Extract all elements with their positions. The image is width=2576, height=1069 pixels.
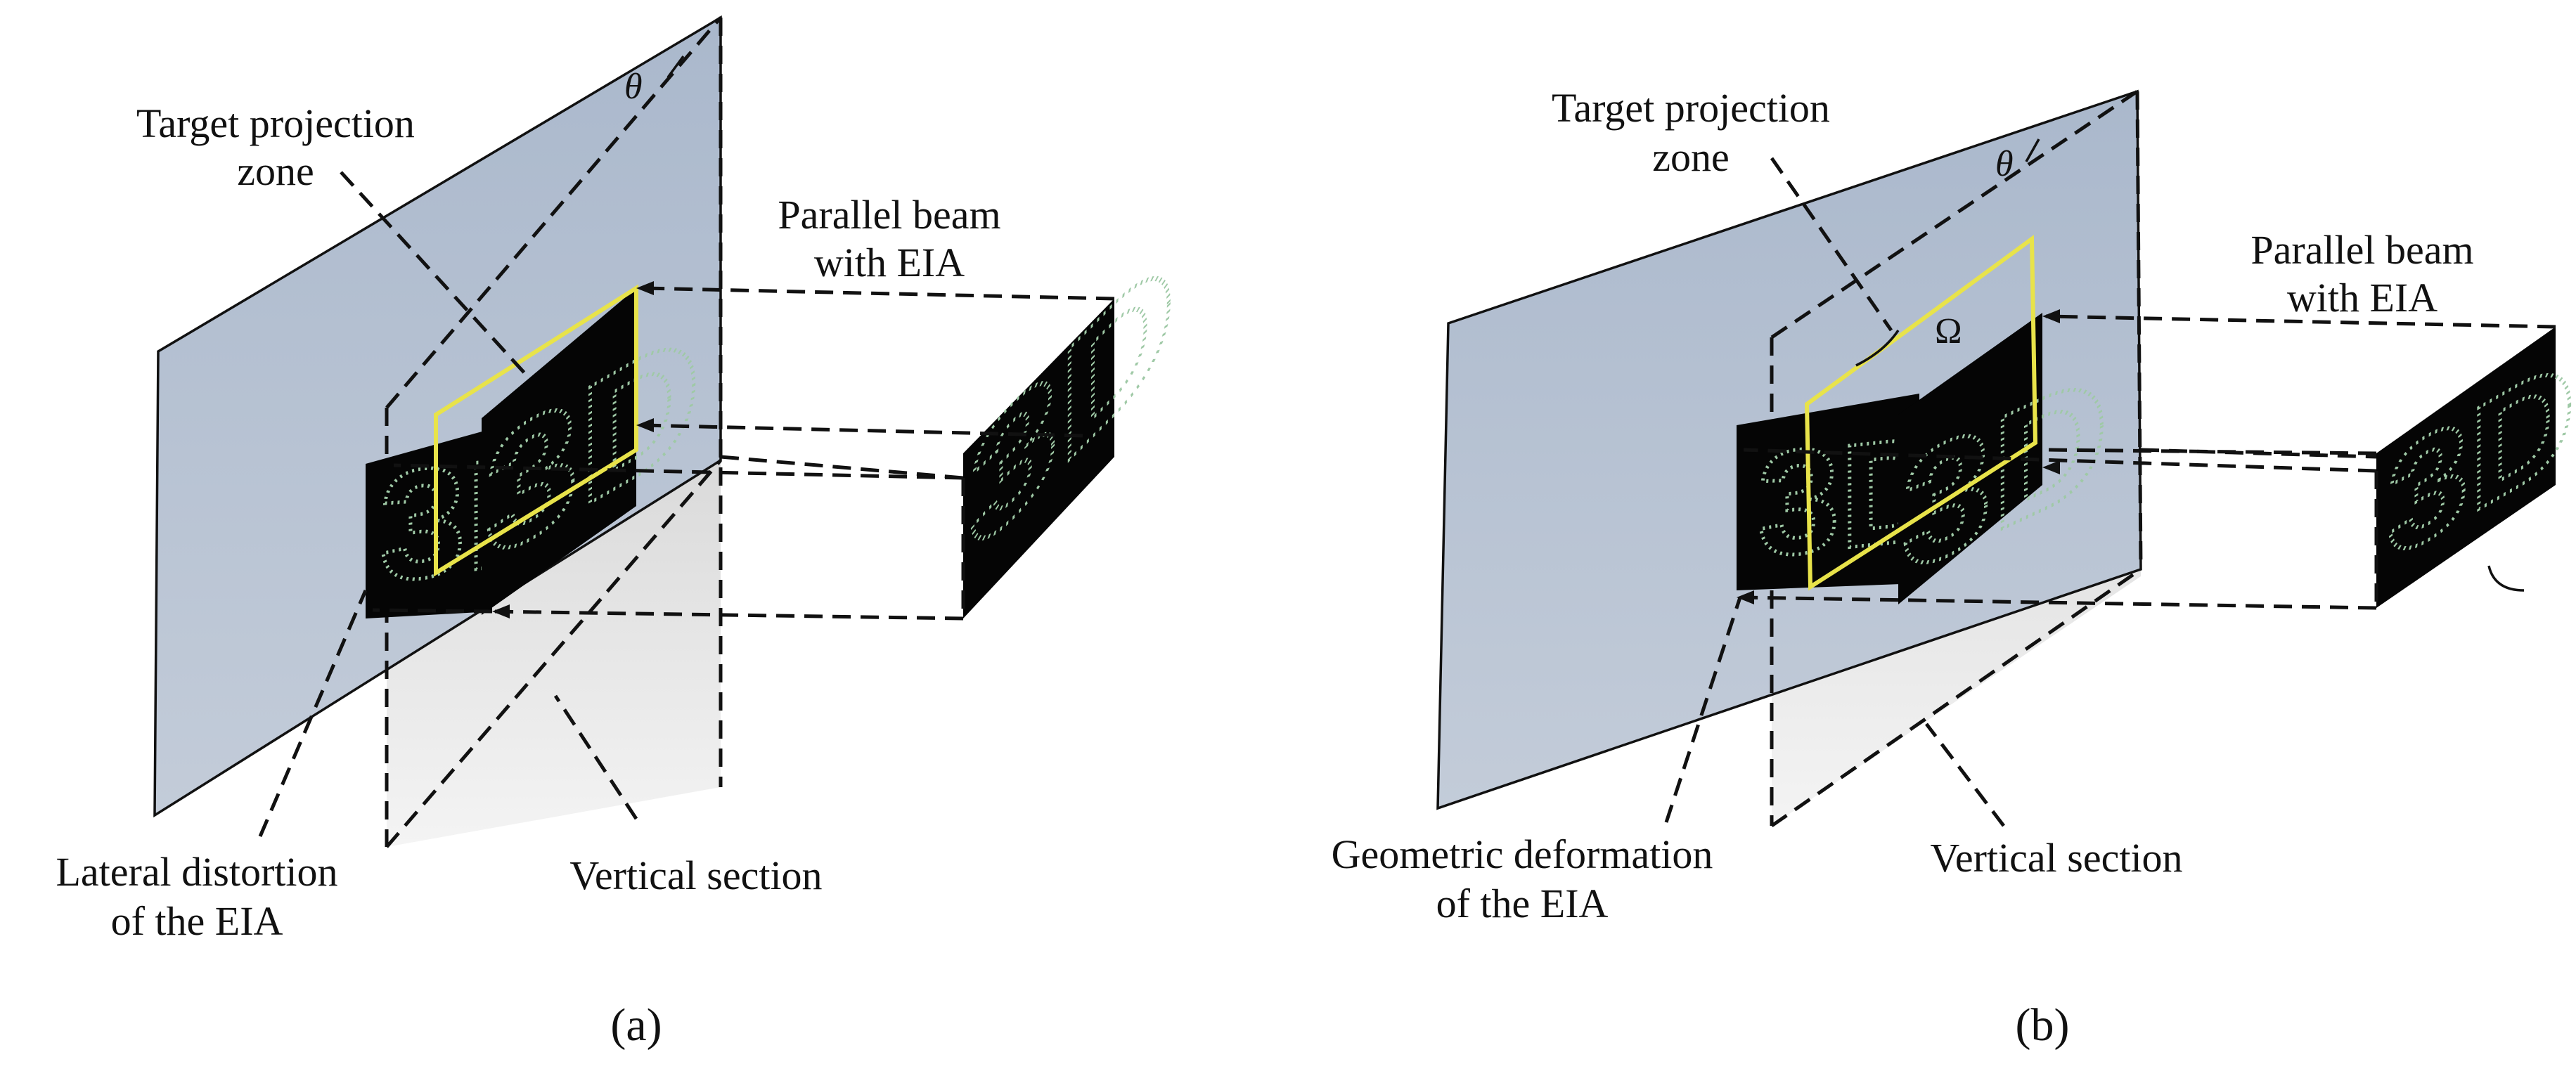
theta-arc-a (666, 55, 685, 79)
panel-a: θ 3D 3D 3D Target projection zone Parall… (56, 15, 1178, 1051)
beam-mid-a (643, 423, 1083, 438)
omega-arc-b (1855, 330, 1900, 367)
target-outline-b (1804, 235, 2038, 591)
leader-section-b (1925, 723, 2005, 827)
target-zone-line2-a: zone (237, 148, 314, 194)
theta-label-b: θ (1995, 144, 2014, 184)
beam-back-edge-a (720, 455, 964, 480)
arrow-bottom-a (492, 604, 510, 618)
source-eia-a (963, 299, 1114, 618)
beam-line2-a: with EIA (814, 240, 965, 285)
source-eia-b (2376, 327, 2556, 608)
beam-back-edge-b (2140, 448, 2377, 459)
arrow-top-b (2042, 309, 2060, 323)
section-label-a: Vertical section (569, 853, 822, 898)
deformed-eia-left-b (1737, 394, 1919, 590)
leader-section-a (553, 694, 638, 820)
distortion-line2-b: of the EIA (1436, 881, 1609, 926)
beam-bottom-left-a (372, 608, 493, 614)
distorted-eia-left-a (366, 429, 492, 618)
beam-low-a (393, 463, 964, 480)
distortion-line1-b: Geometric deformation (1332, 831, 1713, 877)
target-zone-line2-b: zone (1652, 134, 1730, 180)
section-label-b: Vertical section (1930, 835, 2182, 881)
rotation-arrow-b (2487, 565, 2525, 592)
caption-b: (b) (2016, 999, 2070, 1051)
section-edge-top-a (385, 16, 722, 409)
leader-distortion-b (1664, 597, 1742, 823)
beam-line2-b: with EIA (2287, 275, 2437, 320)
section-edge-top-b (1770, 89, 2139, 339)
arrow-top-a (636, 281, 654, 295)
leader-distortion-a (258, 590, 368, 837)
section-edge-bottom-b (1770, 567, 2142, 828)
panel-b: θ 3D 3D Ω 3D Target projection zone Para… (1332, 85, 2576, 1051)
theta-arc-b (2025, 138, 2040, 162)
target-zone-line1-b: Target projection (1552, 85, 1830, 131)
source-eia-pattern-b: 3D (2387, 320, 2575, 594)
arrow-mid-a (636, 418, 654, 432)
leader-target-a (340, 171, 529, 377)
arrow-mid-b (2042, 460, 2060, 474)
source-eia-pattern-a: 3D (969, 207, 1176, 595)
beam-top-a (643, 286, 1115, 301)
theta-label-a: θ (624, 67, 643, 107)
section-edge-bottom-a (385, 459, 722, 848)
beam-line1-a: Parallel beam (778, 192, 1000, 238)
beam-low-b (1743, 595, 2377, 610)
distorted-eia-right-a (482, 288, 636, 615)
section-edge-right-b (2135, 91, 2143, 570)
distortion-line1-a: Lateral distortion (56, 849, 337, 895)
target-zone-line1-a: Target projection (136, 101, 415, 146)
omega-label-b: Ω (1935, 311, 1962, 351)
beam-top-b (2045, 314, 2556, 329)
beam-bottom-a (491, 609, 964, 621)
leader-target-b (1770, 157, 1893, 332)
distortion-line2-a: of the EIA (111, 898, 283, 944)
arrow-low-b (1737, 590, 1754, 604)
target-outline-a (434, 284, 638, 577)
caption-a: (a) (610, 999, 662, 1051)
beam-line1-b: Parallel beam (2250, 227, 2473, 273)
